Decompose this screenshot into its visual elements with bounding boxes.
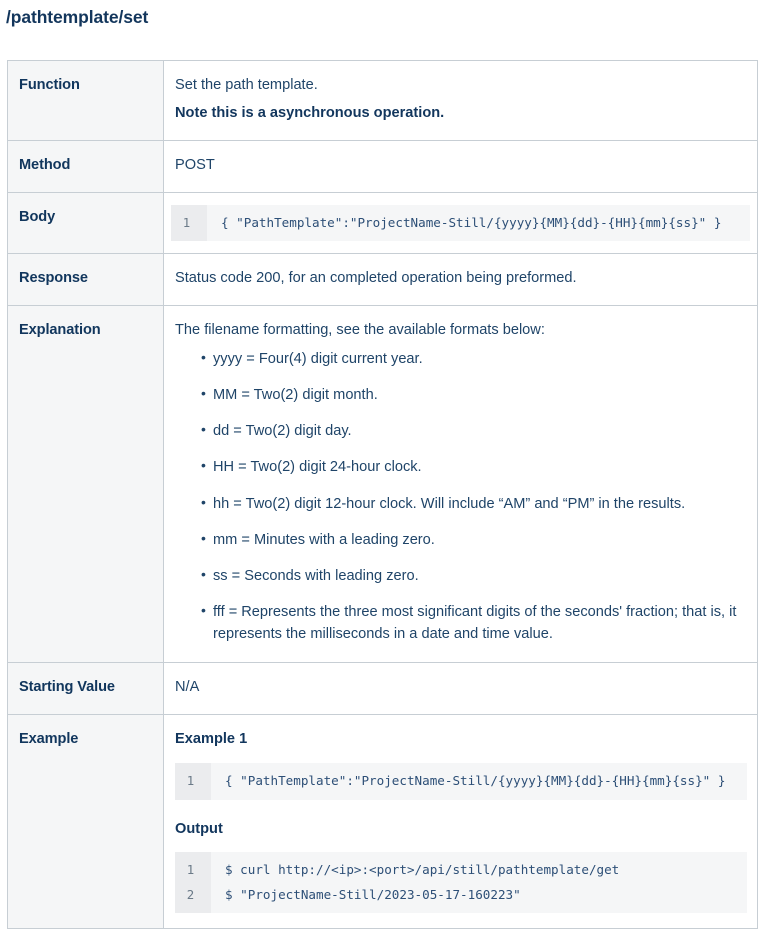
api-spec-table: Function Set the path template. Note thi… <box>7 60 758 929</box>
row-value-method: POST <box>163 139 758 193</box>
starting-value: N/A <box>175 679 200 696</box>
row-label-body: Body <box>7 191 164 255</box>
code-block-example-1[interactable]: 1 { "PathTemplate":"ProjectName-Still/{y… <box>175 763 747 800</box>
code-block-body[interactable]: 1 { "PathTemplate":"ProjectName-Still/{y… <box>171 204 750 242</box>
row-label-response: Response <box>7 253 164 306</box>
code-line-text: { "PathTemplate":"ProjectName-Still/{yyy… <box>221 214 722 230</box>
table-row-explanation: Explanation The filename formatting, see… <box>7 304 758 664</box>
table-row-method: Method POST <box>7 139 758 193</box>
code-block-output[interactable]: 1 $ curl http://<ip>:<port>/api/still/pa… <box>175 852 747 914</box>
row-label-function: Function <box>7 60 164 141</box>
function-note: Note this is a asynchronous operation. <box>175 104 445 121</box>
code-line-number: 1 <box>171 204 207 242</box>
code-line: 2 $ "ProjectName-Still/2023-05-17-160223… <box>175 882 747 914</box>
code-line-text: $ curl http://<ip>:<port>/api/still/path… <box>225 862 620 878</box>
list-item: hh = Two(2) digit 12-hour clock. Will in… <box>201 492 747 515</box>
row-label-explanation: Explanation <box>7 304 164 664</box>
list-item: HH = Two(2) digit 24-hour clock. <box>201 455 747 478</box>
row-value-response: Status code 200, for an completed operat… <box>163 253 758 306</box>
explanation-intro: The filename formatting, see the availab… <box>175 321 545 338</box>
row-label-method: Method <box>7 139 164 193</box>
table-row-function: Function Set the path template. Note thi… <box>7 60 758 141</box>
code-line-number: 2 <box>175 882 211 914</box>
row-value-explanation: The filename formatting, see the availab… <box>163 304 758 664</box>
code-line-text: { "PathTemplate":"ProjectName-Still/{yyy… <box>225 773 726 789</box>
example-output-heading: Output <box>175 820 223 837</box>
list-item: dd = Two(2) digit day. <box>201 419 747 442</box>
list-item: ss = Seconds with leading zero. <box>201 564 747 587</box>
code-line-text: $ "ProjectName-Still/2023-05-17-160223" <box>225 886 521 902</box>
method-value: POST <box>175 156 215 173</box>
code-line: 1 { "PathTemplate":"ProjectName-Still/{y… <box>171 204 750 242</box>
format-list: yyyy = Four(4) digit current year. MM = … <box>175 347 747 646</box>
example-1-heading: Example 1 <box>175 731 248 748</box>
row-label-example: Example <box>7 714 164 929</box>
row-value-body: 1 { "PathTemplate":"ProjectName-Still/{y… <box>163 191 758 255</box>
function-description: Set the path template. <box>175 77 318 93</box>
list-item: MM = Two(2) digit month. <box>201 383 747 406</box>
code-line: 1 { "PathTemplate":"ProjectName-Still/{y… <box>175 763 747 800</box>
row-label-starting-value: Starting Value <box>7 662 164 716</box>
row-value-function: Set the path template. Note this is a as… <box>163 60 758 141</box>
row-value-starting-value: N/A <box>163 662 758 716</box>
code-line-number: 1 <box>175 763 211 800</box>
response-value: Status code 200, for an completed operat… <box>175 270 577 287</box>
table-row-starting-value: Starting Value N/A <box>7 662 758 716</box>
code-line: 1 $ curl http://<ip>:<port>/api/still/pa… <box>175 852 747 883</box>
code-line-number: 1 <box>175 852 211 883</box>
table-row-example: Example Example 1 1 { "PathTemplate":"Pr… <box>7 714 758 929</box>
list-item: yyyy = Four(4) digit current year. <box>201 347 747 370</box>
page-title: /pathtemplate/set <box>6 7 149 27</box>
row-value-example: Example 1 1 { "PathTemplate":"ProjectNam… <box>163 714 758 929</box>
table-row-response: Response Status code 200, for an complet… <box>7 253 758 306</box>
list-item: mm = Minutes with a leading zero. <box>201 528 747 551</box>
list-item: fff = Represents the three most signific… <box>201 600 747 645</box>
table-row-body: Body 1 { "PathTemplate":"ProjectName-Sti… <box>7 191 758 255</box>
